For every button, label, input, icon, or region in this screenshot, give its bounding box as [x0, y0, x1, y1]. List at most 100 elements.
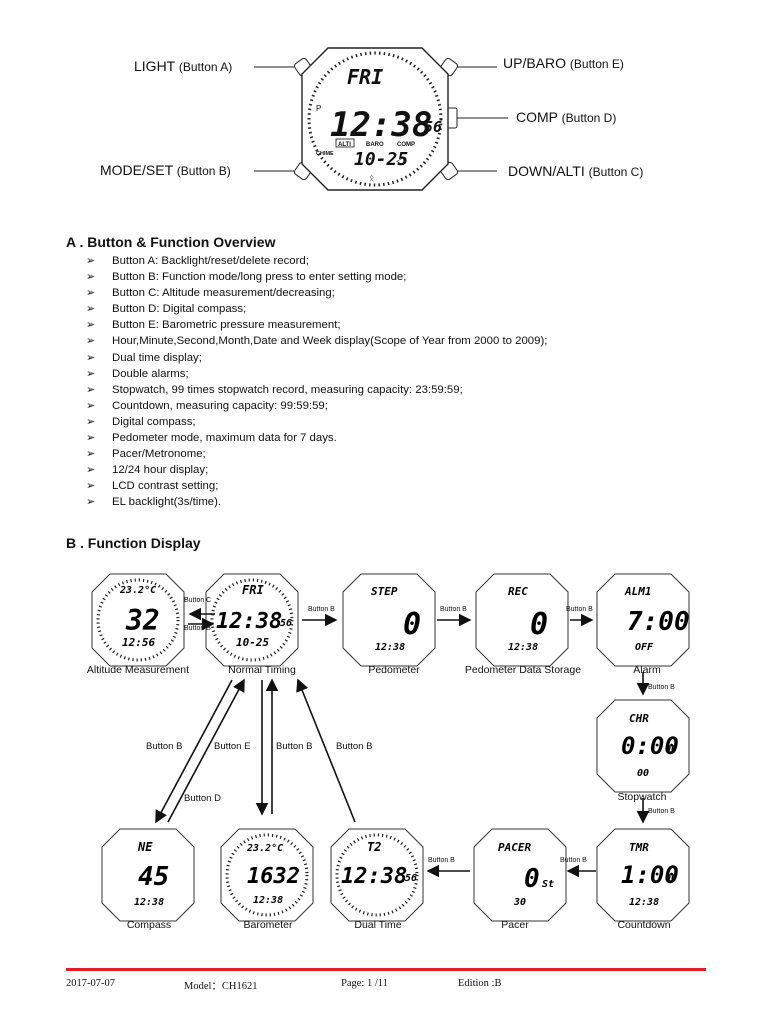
arrow-label-b: Button B — [146, 741, 183, 752]
svg-text:12:38: 12:38 — [134, 897, 164, 908]
list-item: ➢Button E: Barometric pressure measureme… — [86, 319, 341, 332]
caption-stopwatch: Stopwatch — [617, 791, 667, 803]
footer-date: 2017-07-07 — [66, 978, 115, 989]
svg-text:30: 30 — [513, 897, 526, 908]
caption-altitude: Altitude Measurement — [86, 664, 190, 676]
svg-text:St: St — [542, 879, 554, 890]
list-item: ➢Button A: Backlight/reset/delete record… — [86, 255, 309, 267]
list-item: ➢Stopwatch, 99 times stopwatch record, m… — [86, 383, 463, 396]
arrow-label-b: Button B — [440, 606, 467, 613]
up-baro-label: UP/BARO (Button E) — [503, 55, 624, 71]
watch-stopwatch: CHR 0:00 00 00 — [596, 699, 690, 793]
watch-pacer: PACER 0 St 30 — [473, 828, 567, 922]
light-label: LIGHT (Button A) — [134, 58, 233, 74]
feature-list: ➢Button A: Backlight/reset/delete record… — [86, 253, 547, 511]
down-alti-label: DOWN/ALTI (Button C) — [508, 163, 644, 179]
list-item: ➢Button D: Digital compass; — [86, 303, 247, 316]
svg-text:12:38: 12:38 — [253, 895, 283, 906]
arrow-label-b: Button B — [184, 625, 211, 632]
watch-barometer: 23.2°C 1632 12:38 — [220, 828, 314, 922]
caption-pacer: Pacer — [501, 919, 529, 931]
svg-text:45: 45 — [138, 862, 169, 892]
svg-text:COMP: COMP — [397, 142, 415, 148]
caption-pedometer: Pedometer — [368, 664, 420, 676]
section-a-heading: A . Button & Function Overview — [66, 234, 276, 250]
mode-set-label: MODE/SET (Button B) — [100, 162, 231, 178]
svg-text:CHIME: CHIME — [316, 151, 334, 157]
svg-text:10-25: 10-25 — [236, 636, 269, 649]
watch-normal: FRI 12:38 56 10-25 — [205, 573, 299, 667]
caption-pedometer-storage: Pedometer Data Storage — [464, 664, 582, 676]
caption-dual-time: Dual Time — [354, 919, 402, 931]
svg-text:ᛟ: ᛟ — [369, 173, 374, 183]
watch-pedometer: STEP 0 12:38 — [342, 573, 436, 667]
svg-text:12:38: 12:38 — [216, 609, 282, 634]
date-text: 10-25 — [354, 149, 408, 170]
svg-text:56: 56 — [280, 618, 292, 629]
svg-text:23.2°C: 23.2°C — [119, 585, 156, 596]
arrow-label-d: Button D — [184, 793, 221, 804]
list-item: ➢Hour,Minute,Second,Month,Date and Week … — [86, 335, 548, 348]
footer-edition: Edition :B — [458, 978, 502, 989]
svg-text:0: 0 — [524, 864, 540, 894]
svg-text:32: 32 — [125, 604, 160, 637]
caption-alarm: Alarm — [633, 664, 661, 676]
svg-text:1632: 1632 — [247, 864, 300, 889]
svg-text:P: P — [316, 104, 321, 113]
footer-rule — [66, 968, 706, 971]
svg-text:0:00: 0:00 — [621, 732, 679, 760]
svg-text:12:38: 12:38 — [341, 864, 407, 889]
svg-text:0: 0 — [403, 607, 421, 642]
watch-compass: NE 45 12:38 — [101, 828, 195, 922]
svg-text:12:56: 12:56 — [122, 636, 155, 649]
list-item: ➢Button C: Altitude measurement/decreasi… — [86, 287, 335, 300]
list-item: ➢Dual time display; — [86, 351, 202, 364]
main-watch-diagram: FRI P 12:38 56 ALTI BARO COMP CHIME 10-2… — [254, 47, 508, 191]
svg-text:PACER: PACER — [498, 841, 531, 854]
function-flow-diagram: 23.2°C 32 12:56 FRI 12:38 56 10-25 STEP … — [91, 573, 690, 922]
caption-countdown: Countdown — [617, 919, 671, 931]
svg-text:STEP: STEP — [371, 585, 398, 598]
arrow-label-e: Button E — [214, 741, 251, 752]
arrow-label-b: Button B — [648, 684, 675, 691]
svg-text:◁: ◁ — [396, 156, 404, 167]
watch-alarm: ALM1 7:00 OFF — [596, 573, 690, 667]
list-item: ➢Pacer/Metronome; — [86, 448, 206, 461]
caption-compass: Compass — [126, 919, 172, 931]
arrow-label-b: Button B — [308, 606, 335, 613]
arrow-label-b: Button B — [428, 857, 455, 864]
caption-barometer: Barometer — [243, 919, 293, 931]
list-item: ➢Digital compass; — [86, 415, 196, 428]
svg-text:56: 56 — [424, 118, 442, 136]
svg-text:ALM1: ALM1 — [624, 585, 652, 598]
watch-pedometer-storage: REC 0 12:38 — [475, 573, 569, 667]
section-b-heading: B . Function Display — [66, 535, 201, 551]
svg-text:BARO: BARO — [366, 142, 384, 148]
arrow-label-b: Button B — [276, 741, 313, 752]
svg-text:CHR: CHR — [629, 712, 649, 725]
arrow-label-b: Button B — [648, 808, 675, 815]
arrow-label-b: Button B — [560, 857, 587, 864]
list-item: ➢Countdown, measuring capacity: 99:59:59… — [86, 399, 328, 412]
list-item: ➢Pedometer mode, maximum data for 7 days… — [86, 432, 337, 445]
arrow-label-b: Button B — [336, 741, 373, 752]
list-item: ➢LCD contrast setting; — [86, 480, 219, 493]
svg-text:REC: REC — [508, 585, 528, 598]
svg-text:ALTI: ALTI — [338, 142, 351, 148]
list-item: ➢Button B: Function mode/long press to e… — [86, 271, 407, 284]
list-item: ➢12/24 hour display; — [86, 464, 209, 477]
watch-countdown: TMR 1:00 00 12:38 — [596, 828, 690, 922]
time-text: 12:38 — [330, 105, 432, 145]
watch-altitude: 23.2°C 32 12:56 — [91, 573, 185, 667]
list-item: ➢Double alarms; — [86, 367, 189, 380]
list-item: ➢EL backlight(3s/time). — [86, 496, 222, 509]
svg-text:OFF: OFF — [635, 642, 654, 653]
day-text: FRI — [347, 65, 383, 89]
svg-text:0: 0 — [530, 607, 548, 642]
svg-text:FRI: FRI — [242, 583, 264, 597]
footer-page: Page: 1 /11 — [341, 978, 388, 989]
svg-text:56: 56 — [405, 873, 417, 884]
comp-label: COMP (Button D) — [516, 109, 617, 125]
svg-text:12:38: 12:38 — [508, 642, 538, 653]
svg-text:NE: NE — [137, 840, 153, 854]
